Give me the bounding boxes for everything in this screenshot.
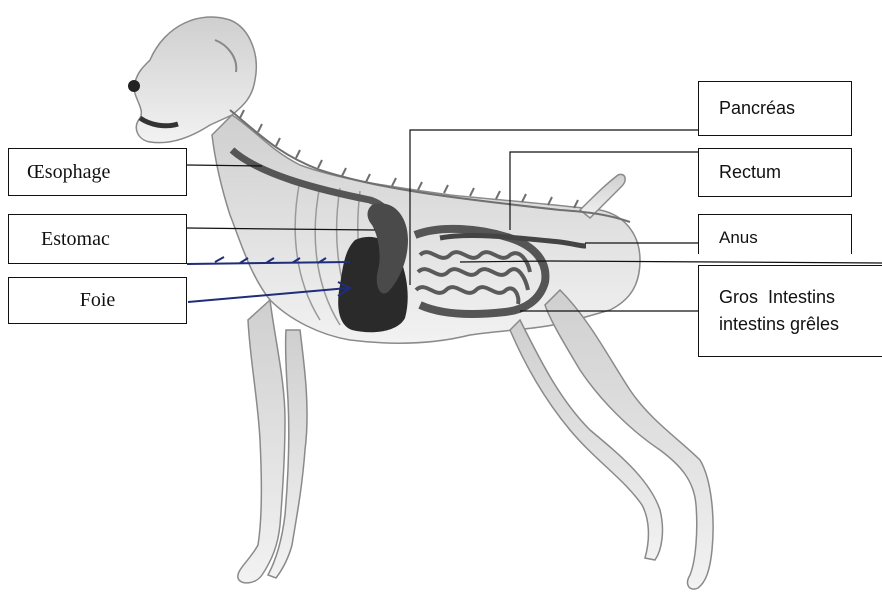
label-foie-text: Foie [80,289,116,312]
label-estomac: Estomac [8,214,187,264]
label-oesophage: Œsophage [8,148,187,196]
label-estomac-text: Estomac [41,228,110,251]
label-anus-text: Anus [719,228,758,248]
label-rectum: Rectum [698,148,852,197]
label-anus: Anus [698,214,852,254]
label-rectum-text: Rectum [719,162,781,183]
label-pancreas: Pancréas [698,81,852,136]
label-gros-intestins-text: Gros Intestins [719,284,835,311]
label-intestins-greles-text: intestins grêles [719,311,839,338]
label-intestins: Gros Intestins intestins grêles [698,265,882,357]
label-oesophage-text: Œsophage [27,161,110,184]
label-pancreas-text: Pancréas [719,98,795,119]
label-foie: Foie [8,277,187,324]
